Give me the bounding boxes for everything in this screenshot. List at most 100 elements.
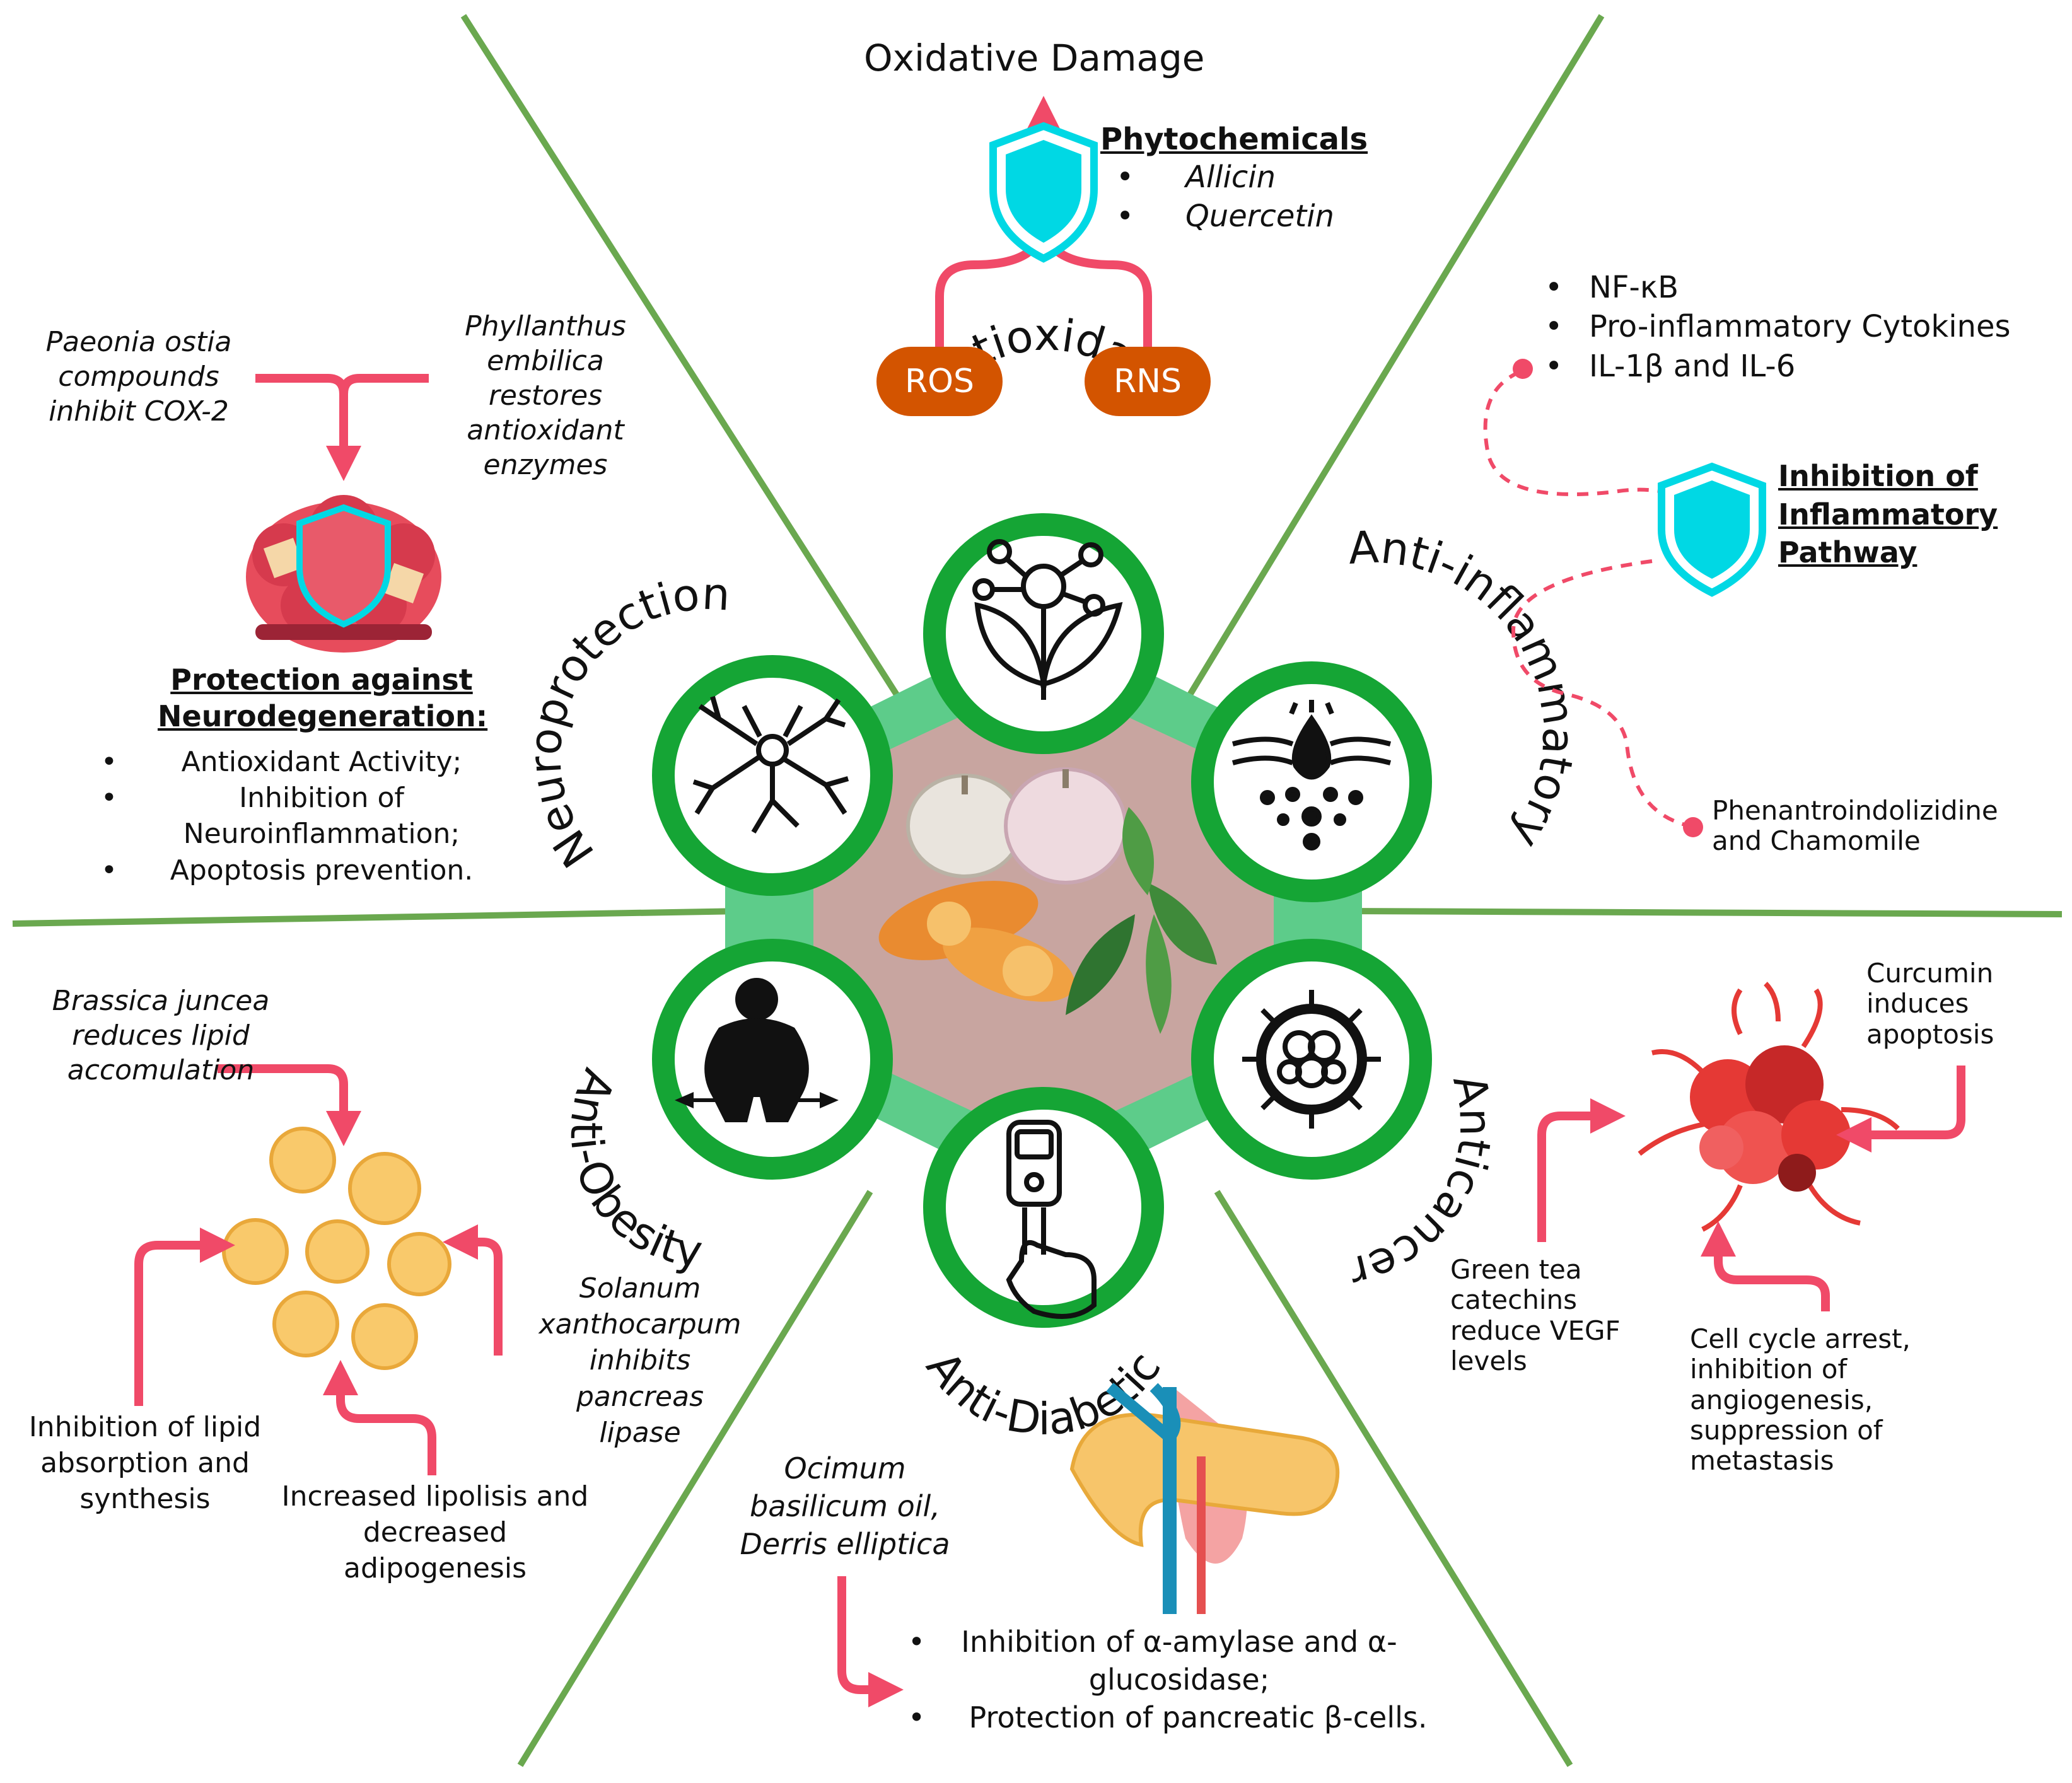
neuron-icon	[692, 695, 849, 834]
list-item: NF-κB	[1545, 268, 2010, 308]
text-line: Solanum	[579, 1272, 701, 1304]
text-line: Curcumin	[1866, 958, 1994, 989]
text-line: apoptosis	[1866, 1018, 1994, 1050]
molecule-leaf-icon	[972, 539, 1123, 700]
neuro-arrows	[255, 374, 429, 481]
pathway-dot	[1513, 359, 1533, 379]
text-line: enzymes	[483, 449, 608, 481]
obesity-person-icon	[675, 978, 839, 1122]
list-item: Inhibition of Neuroinflammation;	[101, 780, 504, 852]
divider-line	[12, 908, 745, 927]
text-line: lipase	[599, 1416, 681, 1449]
pathway-dot	[1683, 817, 1703, 837]
neuro-list: Antioxidant Activity; Inhibition of Neur…	[101, 744, 504, 888]
text-line: Brassica juncea	[52, 985, 270, 1017]
fat-cells-icon	[222, 1127, 451, 1370]
oxidative-damage-label: Oxidative Damage	[864, 37, 1205, 79]
section-dividers	[12, 14, 2063, 1767]
list-item: Allicin	[1116, 158, 1334, 197]
divider-line	[1214, 1190, 1573, 1767]
text-line: levels	[1450, 1345, 1527, 1376]
text-line: Ocimum	[784, 1451, 906, 1485]
curcumin-note: Curcumin induces apoptosis	[1866, 958, 1994, 1050]
title-line: Inhibition of	[1778, 459, 1978, 493]
inflammatory-markers-list: NF-κB Pro-inflammatory Cytokines IL-1β a…	[1545, 268, 2010, 386]
text-line: Green tea	[1450, 1254, 1582, 1285]
text-line: Inhibition of lipid	[28, 1411, 262, 1443]
list-item: Pro-inflammatory Cytokines	[1545, 307, 2010, 347]
diabetic-list: Inhibition of α-amylase and α-glucosidas…	[908, 1623, 1450, 1736]
pancreas-icon	[1069, 1383, 1340, 1614]
text-line: Phyllanthus	[465, 310, 626, 342]
list-item: IL-1β and IL-6	[1545, 347, 2010, 386]
text-line: angiogenesis,	[1690, 1384, 1873, 1415]
neuro-title: Protection against Neurodegeneration:	[158, 662, 488, 735]
text-line: reduce VEGF	[1450, 1315, 1621, 1346]
text-line: and Chamomile	[1712, 825, 1921, 857]
title-line: Pathway	[1778, 535, 1918, 570]
brassica-note: Brassica juncea reduces lipid accomulati…	[38, 984, 284, 1088]
text-line: Derris elliptica	[740, 1526, 950, 1561]
title-line: Protection against	[170, 663, 473, 697]
text-line: inhibition of	[1690, 1354, 1848, 1385]
list-item: Protection of pancreatic β-cells.	[908, 1699, 1450, 1737]
text-line: antioxidant	[467, 414, 624, 446]
obesity-arrows	[134, 1064, 503, 1475]
text-line: pancreas	[576, 1380, 704, 1413]
text-line: Cell cycle arrest,	[1690, 1323, 1911, 1354]
text-line: xanthocarpum	[538, 1308, 742, 1341]
list-item: Quercetin	[1116, 197, 1334, 236]
phytochemicals-title: Phytochemicals	[1100, 122, 1368, 157]
list-item: Antioxidant Activity;	[101, 744, 504, 780]
text-line: induces	[1866, 988, 1969, 1019]
text-line: compounds	[58, 361, 219, 393]
shield-icon	[1658, 462, 1766, 597]
divider-line	[1176, 14, 1605, 714]
phyllanthus-note: Phyllanthus embilica restores antioxidan…	[429, 309, 662, 482]
text-line: absorption and	[40, 1447, 250, 1480]
lipid-absorption-note: Inhibition of lipid absorption and synth…	[19, 1409, 271, 1518]
ring-anti-inflammatory	[1191, 661, 1432, 902]
text-line: inhibit COX-2	[49, 395, 229, 427]
text-line: catechins	[1450, 1284, 1578, 1316]
text-line: synthesis	[79, 1483, 211, 1516]
divider-line	[460, 14, 911, 714]
lipolysis-note: Increased lipolisis and decreased adipog…	[271, 1478, 599, 1587]
text-line: Increased lipolisis and	[281, 1480, 589, 1513]
cancer-cell-icon	[1242, 990, 1381, 1129]
text-line: basilicum oil,	[750, 1489, 940, 1523]
solanum-note: Solanum xanthocarpum inhibits pancreas l…	[530, 1270, 750, 1451]
inflamed-skin-icon	[1231, 700, 1392, 851]
diabetic-arrow	[837, 1576, 904, 1707]
shield-icon	[989, 122, 1098, 263]
cell-cycle-note: Cell cycle arrest, inhibition of angioge…	[1690, 1323, 1911, 1477]
text-line: suppression of	[1690, 1414, 1883, 1446]
text-line: embilica restores	[487, 345, 604, 412]
green-tea-note: Green tea catechins reduce VEGF levels	[1450, 1254, 1621, 1376]
text-line: decreased	[363, 1516, 508, 1549]
title-line: Neurodegeneration:	[158, 699, 488, 733]
text-line: accomulation	[67, 1054, 255, 1086]
rns-badge: RNS	[1085, 347, 1211, 416]
list-item: Inhibition of α-amylase and α-glucosidas…	[908, 1623, 1450, 1699]
text-line: Phenantroindolizidine	[1712, 795, 1998, 826]
inflammatory-title: Inhibition of Inflammatory Pathway	[1778, 457, 1998, 572]
title-line: Inflammatory	[1778, 497, 1998, 531]
ocimum-note: Ocimum basilicum oil, Derris elliptica	[725, 1450, 965, 1563]
glucometer-icon	[1006, 1120, 1097, 1319]
paeonia-note: Paeonia ostia compounds inhibit COX-2	[32, 325, 246, 429]
divider-line	[1349, 908, 2063, 917]
tumor-icon	[1638, 982, 1900, 1232]
herbs-illustration	[878, 767, 1217, 1034]
divider-line	[517, 1190, 873, 1767]
list-item: Apoptosis prevention.	[101, 852, 504, 888]
text-line: adipogenesis	[344, 1552, 527, 1585]
text-line: Paeonia ostia	[45, 326, 232, 358]
cancer-arrows	[1537, 1066, 1965, 1311]
inflammatory-pathway	[1483, 370, 1691, 828]
text-line: inhibits	[589, 1344, 691, 1377]
brain-shield-icon	[246, 495, 441, 653]
text-line: metastasis	[1690, 1445, 1834, 1477]
phytochemicals-list: Allicin Quercetin	[1116, 158, 1334, 236]
